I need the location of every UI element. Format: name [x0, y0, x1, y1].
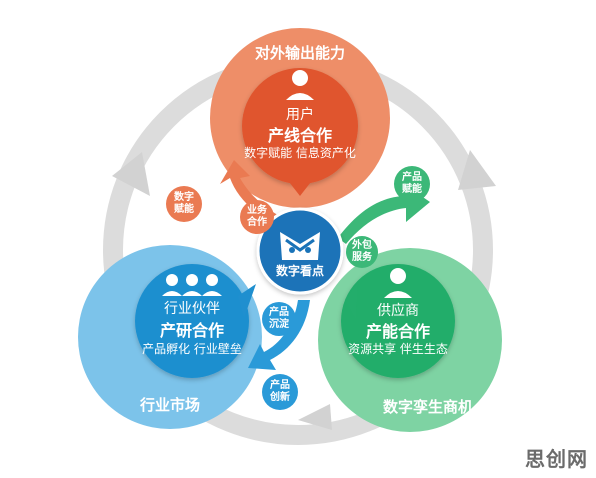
- left-tags-label: 产品孵化 行业壁垒: [142, 342, 242, 356]
- bubble-digital-empower: 数字赋能: [166, 186, 202, 222]
- top-role-label: 用户: [286, 107, 314, 123]
- bubble-outsourcing: 外包服务: [346, 236, 378, 268]
- watermark: 思创网: [525, 447, 588, 471]
- bubble-product-innovate: 产品创新: [262, 374, 298, 410]
- right-tags-label: 资源共享 伴生生态: [348, 342, 448, 356]
- left-outer-label: 行业市场: [139, 396, 200, 414]
- top-node-inner: [242, 68, 358, 184]
- user-person-icon: [286, 70, 314, 100]
- ring-arrowhead-upper-left: [112, 152, 150, 196]
- top-cooperation-label: 产线合作: [267, 126, 332, 145]
- left-cooperation-label: 产研合作: [159, 321, 224, 340]
- right-cooperation-label: 产能合作: [365, 322, 430, 341]
- top-outer-label: 对外输出能力: [254, 44, 345, 62]
- top-tags-label: 数字赋能 信息资产化: [244, 146, 356, 160]
- orange-swirl-arrow: [220, 160, 292, 230]
- ring-arrowhead-bottom: [298, 404, 332, 430]
- left-role-label: 行业伙伴: [164, 301, 220, 317]
- right-node-pointer: [345, 282, 358, 320]
- top-node-pointer: [286, 178, 314, 196]
- partner-persons-icon: [162, 274, 222, 296]
- bubble-product-empower: 产品赋能: [394, 166, 430, 202]
- bubble-product-settle: 产品沉淀: [262, 302, 296, 336]
- center-logo-text: 数字看点: [275, 264, 324, 278]
- left-node-pointer: [238, 284, 256, 318]
- owl-logo-icon: [280, 232, 320, 260]
- right-node-inner: [341, 264, 455, 378]
- ring-arrowhead-right: [458, 150, 496, 190]
- left-node-inner: [135, 264, 249, 378]
- right-role-label: 供应商: [377, 303, 419, 319]
- supplier-person-icon: [384, 268, 412, 298]
- bubble-business-coop: 业务合作: [240, 200, 274, 234]
- right-outer-label: 数字孪生商机: [382, 398, 473, 416]
